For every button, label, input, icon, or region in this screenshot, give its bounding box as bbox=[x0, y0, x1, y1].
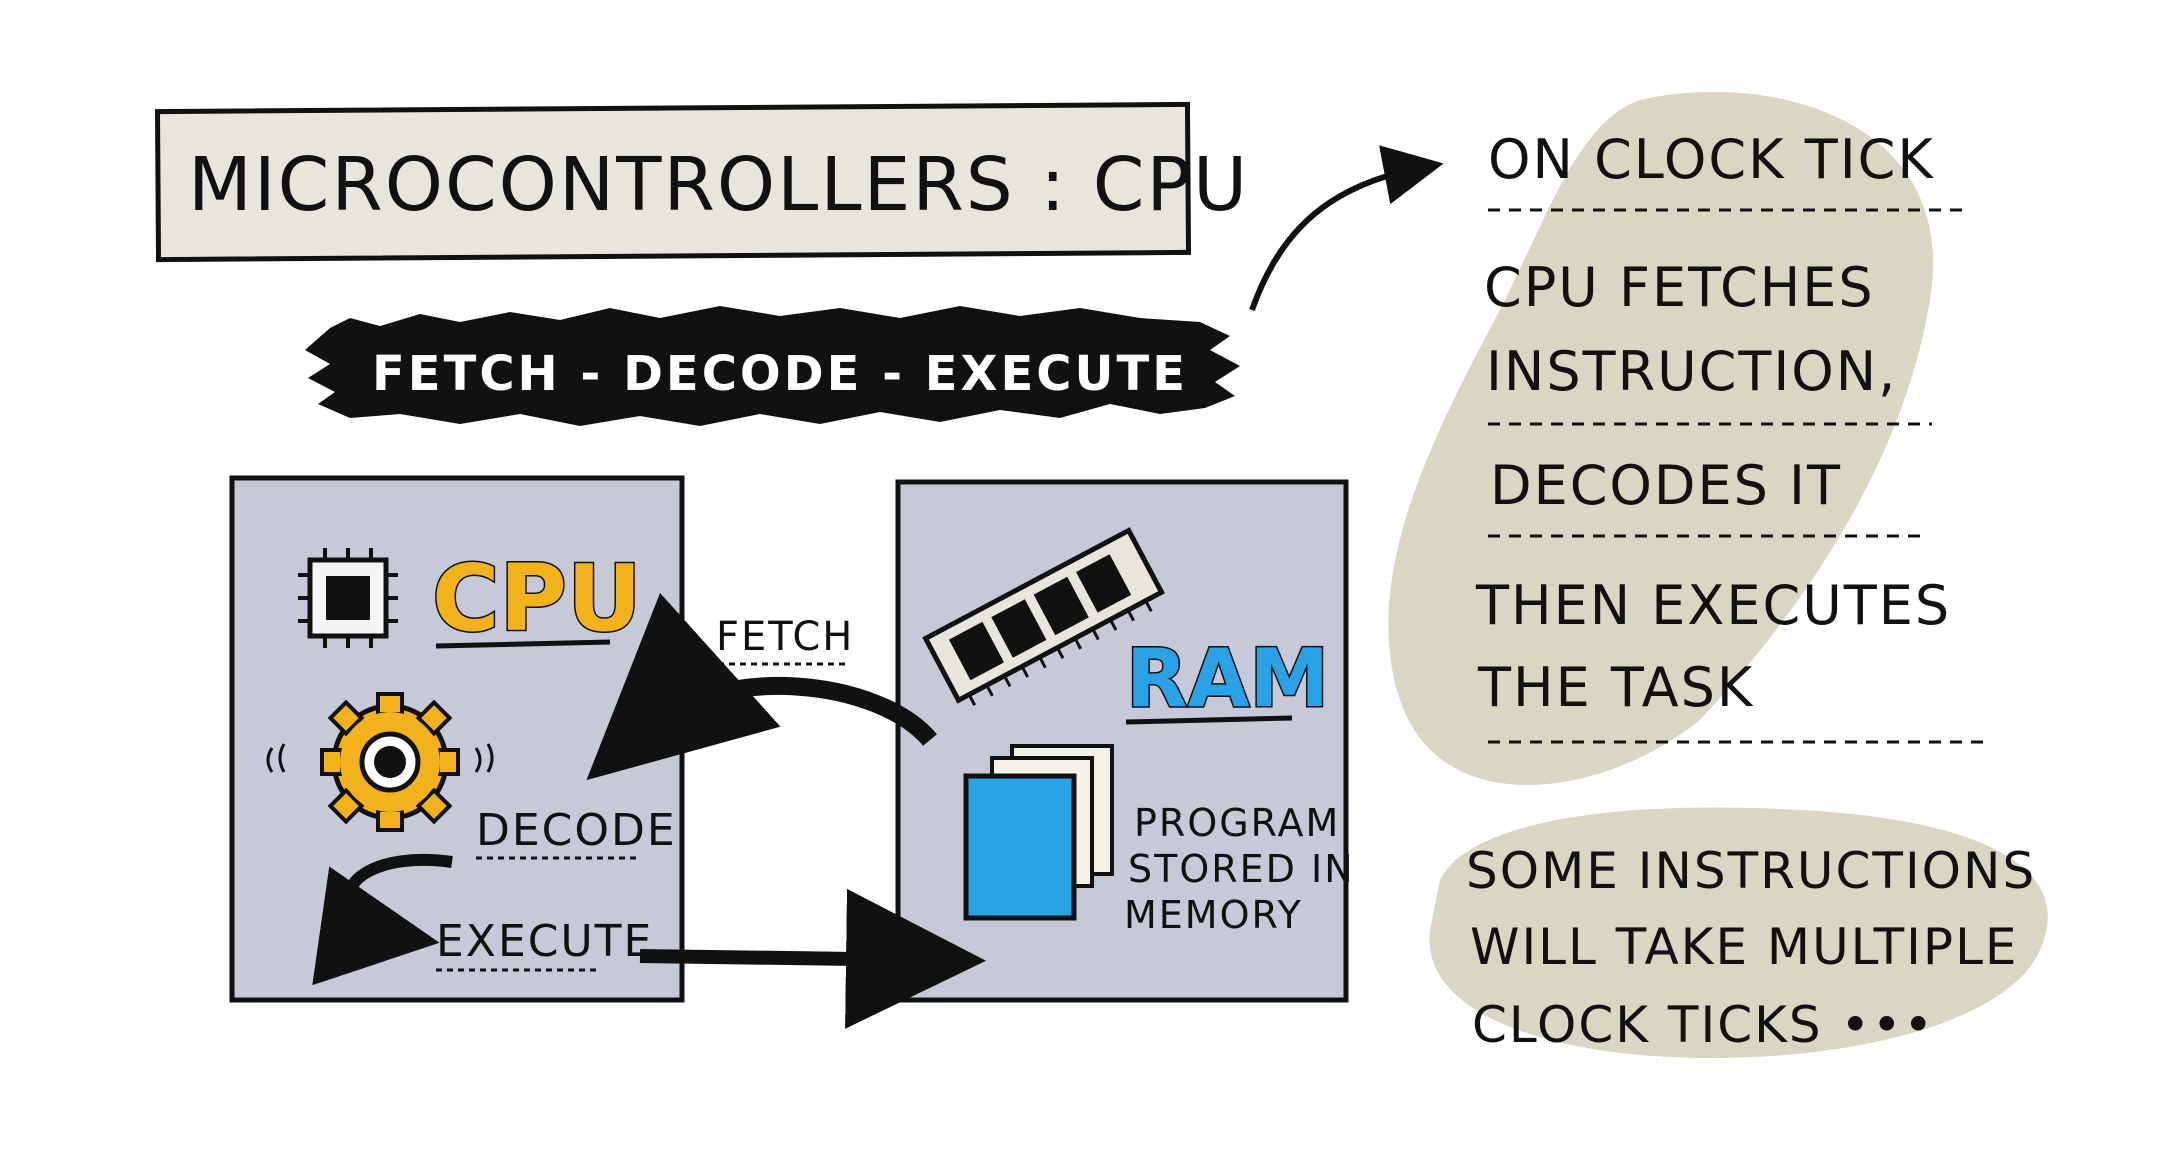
banner-text: FETCH - DECODE - EXECUTE bbox=[372, 346, 1188, 402]
motion-marks-icon bbox=[266, 743, 494, 773]
execute-arrow bbox=[639, 888, 986, 1029]
page-title: MICROCONTROLLERS : CPU bbox=[188, 142, 1249, 228]
fetch-arrow bbox=[586, 592, 937, 781]
note-line-5: THEN EXECUTES bbox=[1475, 574, 1951, 637]
notes-list: ON CLOCK TICK CPU FETCHES INSTRUCTION, D… bbox=[1475, 128, 1984, 744]
cpu-panel: CPU DECODE bbox=[229, 475, 685, 1003]
footnote-line-2: WILL TAKE MULTIPLE bbox=[1470, 918, 2019, 976]
memory-stick-icon bbox=[922, 527, 1165, 706]
fetch-decode-execute-banner: FETCH - DECODE - EXECUTE bbox=[305, 306, 1240, 426]
note-line-6: THE TASK bbox=[1477, 656, 1754, 719]
decode-to-execute-arrow bbox=[312, 853, 453, 986]
title-box: MICROCONTROLLERS : CPU bbox=[154, 101, 1249, 263]
note-line-4: DECODES IT bbox=[1490, 454, 1842, 517]
note-line-3: INSTRUCTION, bbox=[1486, 340, 1897, 403]
decode-label: DECODE bbox=[476, 805, 677, 856]
footnote-blob bbox=[1429, 807, 2048, 1059]
notes-blob bbox=[1388, 91, 1934, 786]
footnote: SOME INSTRUCTIONS WILL TAKE MULTIPLE CLO… bbox=[1466, 842, 2036, 1054]
ram-label: RAM bbox=[1126, 632, 1329, 725]
execute-label: EXECUTE bbox=[436, 916, 653, 967]
fetch-label: FETCH bbox=[716, 614, 854, 660]
cpu-label: CPU bbox=[432, 545, 642, 652]
cpu-underline bbox=[435, 639, 611, 649]
ram-underline bbox=[1125, 715, 1293, 725]
program-line-3: MEMORY bbox=[1124, 893, 1303, 937]
chip-icon bbox=[298, 548, 398, 648]
program-line-2: STORED IN bbox=[1128, 847, 1355, 891]
footnote-line-1: SOME INSTRUCTIONS bbox=[1466, 842, 2036, 900]
note-line-2: CPU FETCHES bbox=[1484, 256, 1875, 319]
gear-icon bbox=[320, 692, 460, 832]
program-line-1: PROGRAM bbox=[1134, 801, 1340, 845]
curved-arrow-to-notes bbox=[1249, 145, 1444, 311]
ram-panel: RAM PROGRAM STORED IN MEMORY bbox=[895, 479, 1355, 1003]
note-line-1: ON CLOCK TICK bbox=[1488, 128, 1935, 191]
footnote-line-3: CLOCK TICKS ••• bbox=[1472, 996, 1935, 1054]
